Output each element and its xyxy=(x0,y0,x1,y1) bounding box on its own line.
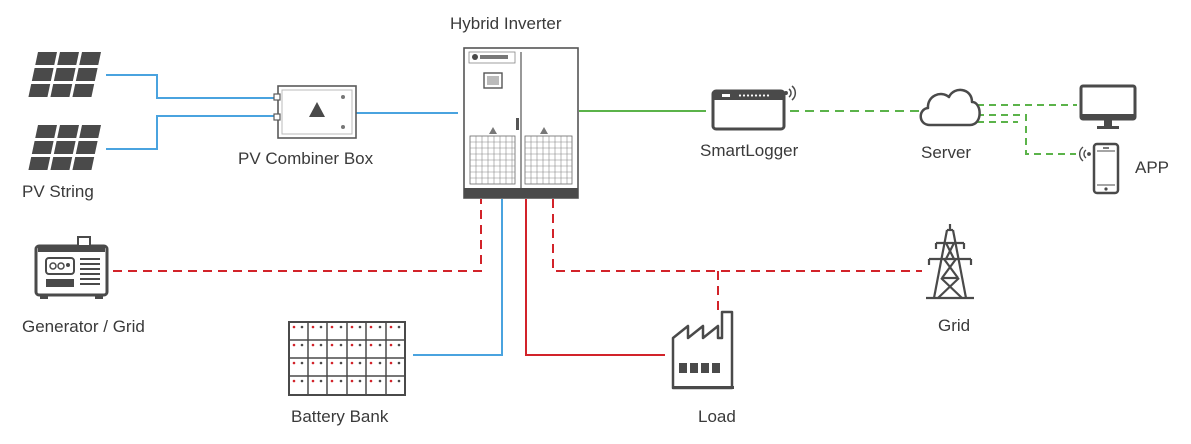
battery-bank-icon xyxy=(288,321,406,396)
pv-combiner-box-label: PV Combiner Box xyxy=(238,149,374,168)
transmission-tower-icon xyxy=(926,224,974,300)
app-label: APP xyxy=(1135,158,1170,177)
inverter-cabinet-icon xyxy=(463,47,579,199)
server-to-app-line xyxy=(977,114,1076,155)
generator-grid-label: Generator / Grid xyxy=(22,317,145,336)
load-label: Load xyxy=(698,407,736,426)
smartphone-icon xyxy=(1079,142,1120,195)
generator-icon xyxy=(34,236,109,299)
pv-string-bottom-line xyxy=(106,115,278,150)
smartlogger-icon xyxy=(711,85,797,131)
connection-lines xyxy=(106,74,1077,356)
wireless-signal-icon xyxy=(784,85,797,101)
cloud-icon xyxy=(919,88,981,127)
solar-panel-icon xyxy=(28,52,102,97)
pv-string-label: PV String xyxy=(22,182,94,201)
factory-icon xyxy=(671,310,734,390)
grid-label: Grid xyxy=(938,316,971,335)
battery-to-inverter-line xyxy=(413,199,503,356)
grid-to-inverter-line xyxy=(552,199,922,272)
generator-to-inverter-line xyxy=(113,199,482,272)
pv-string-top-line xyxy=(106,74,278,99)
combiner-box-icon xyxy=(273,85,357,139)
hybrid-inverter-label: Hybrid Inverter xyxy=(450,14,562,33)
solar-panel-icon xyxy=(28,125,102,170)
load-to-inverter-line xyxy=(525,199,665,356)
server-label: Server xyxy=(921,143,972,162)
smartlogger-label: SmartLogger xyxy=(700,141,799,160)
monitor-icon xyxy=(1079,84,1137,129)
battery-bank-label: Battery Bank xyxy=(291,407,389,426)
